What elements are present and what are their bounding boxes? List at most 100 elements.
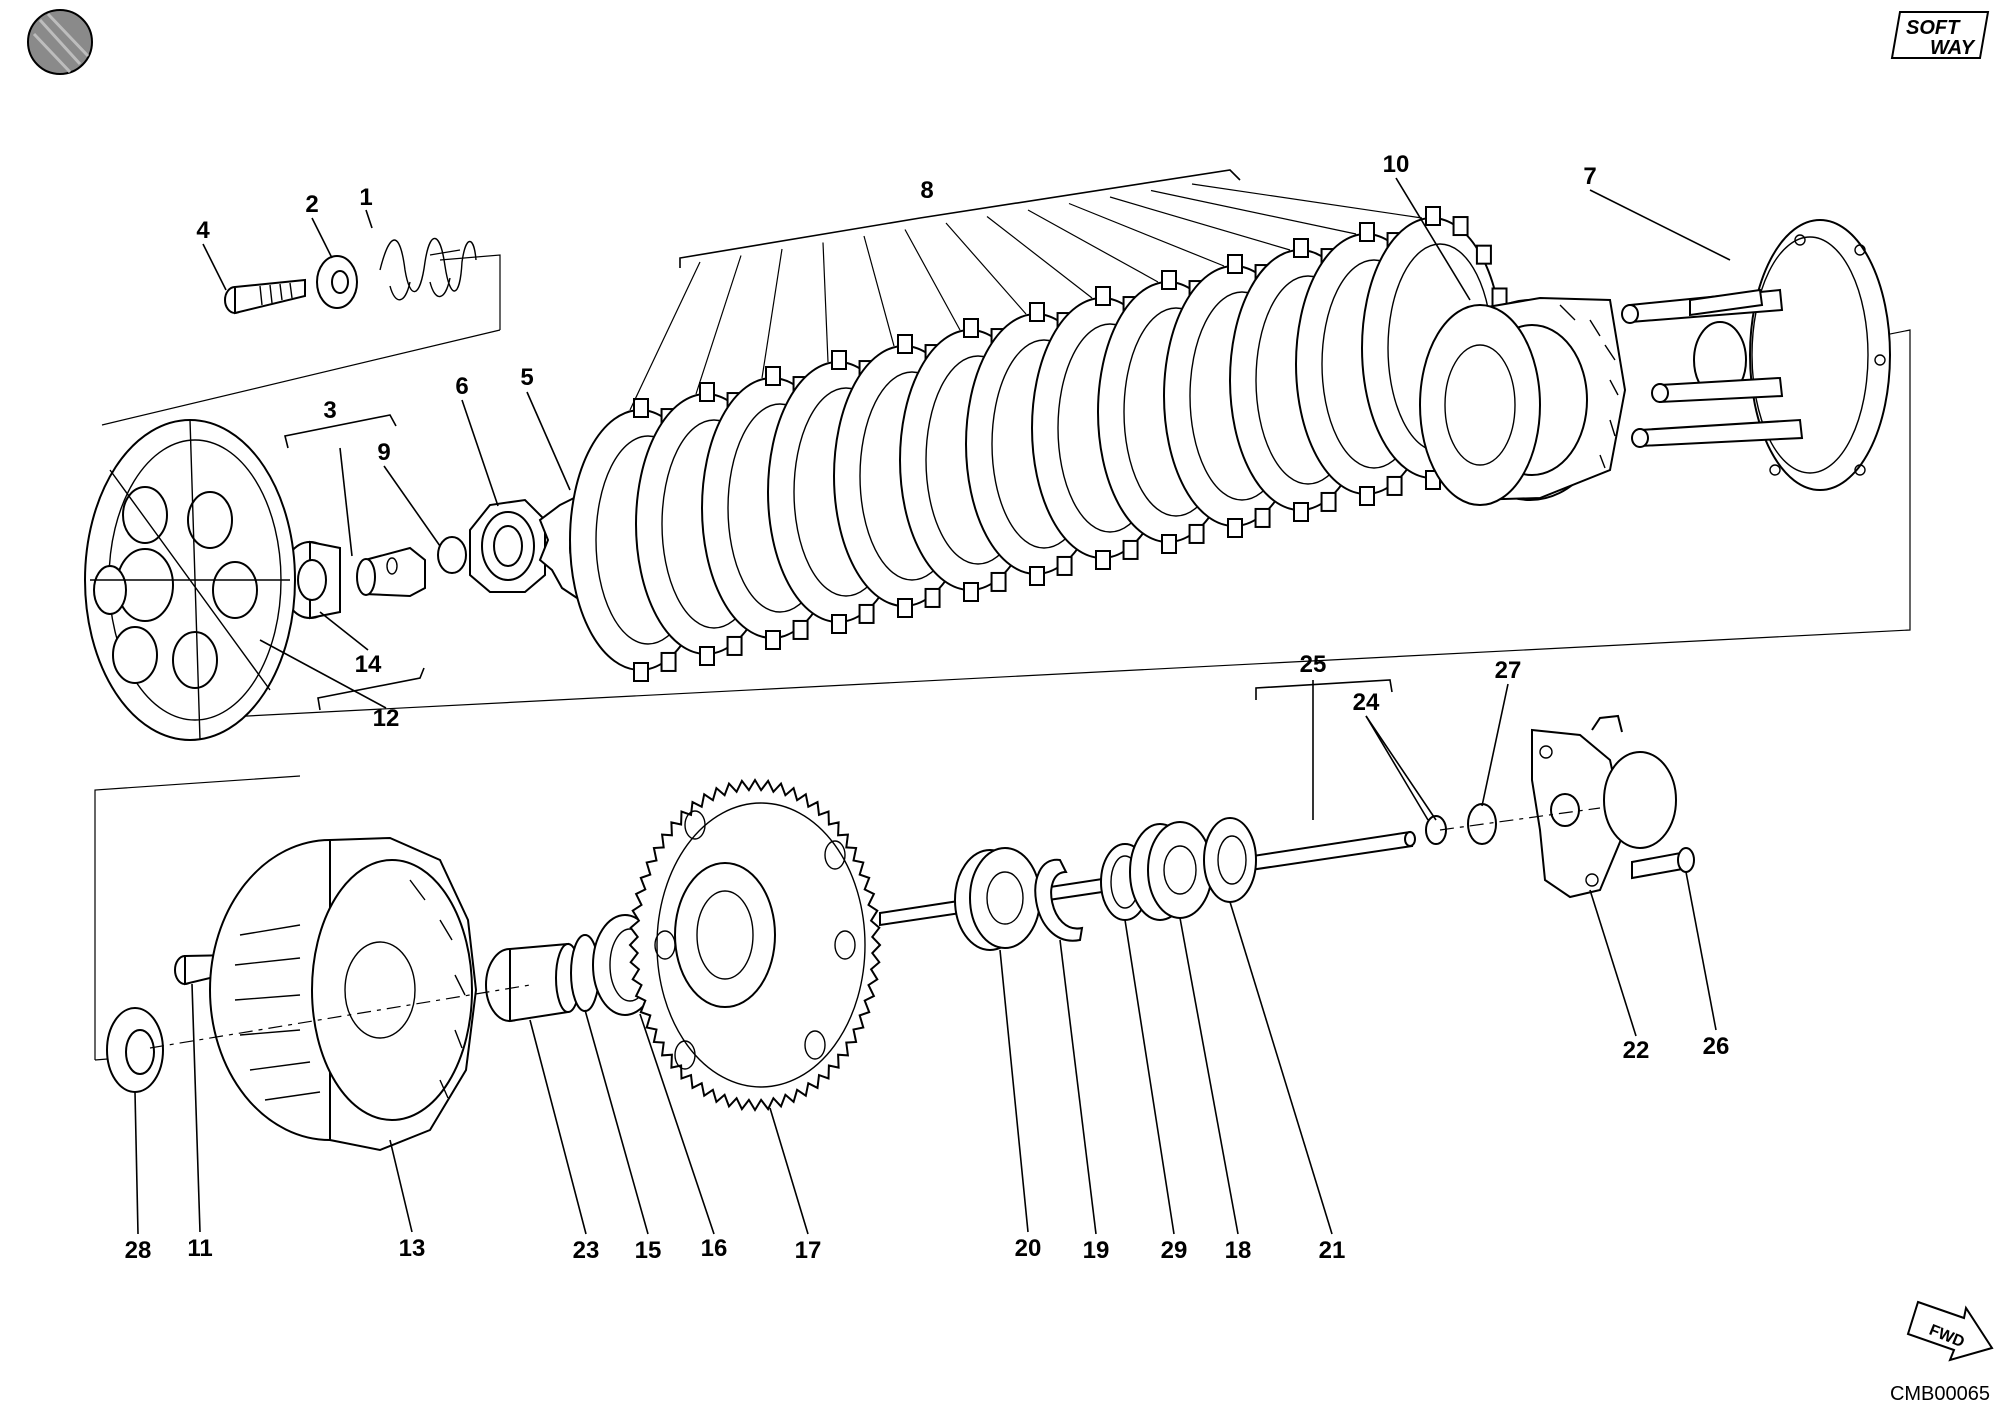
leader-line-23	[999, 949, 1029, 1233]
leader-line-24	[1059, 939, 1097, 1235]
callout-23: 23	[573, 1237, 600, 1264]
gear-hole-2	[804, 1030, 826, 1060]
leader-line-20	[584, 1009, 649, 1235]
part-18-bearing	[1129, 821, 1213, 921]
drawing-code: CMB00065	[1890, 1383, 1990, 1405]
plate-leader-13	[1191, 183, 1423, 219]
gear-bore	[696, 890, 754, 980]
part-28-thrust-washer	[106, 1007, 164, 1093]
callout-29: 29	[1161, 1237, 1188, 1264]
callout-labels: 1 2 3 4 5 6 7 8 9 10 11 12 13 14 15 16 1…	[125, 151, 1730, 1264]
part-21-bearing-race	[1203, 817, 1257, 903]
leader-line-22	[769, 1107, 809, 1235]
plate-leader-10	[1068, 202, 1225, 267]
plate-leader-7	[945, 222, 1027, 315]
part-1-spring	[379, 237, 477, 301]
callout-4: 4	[196, 217, 210, 244]
part-9-oring	[437, 536, 467, 574]
centerline-lower	[149, 807, 1601, 1049]
callout-22: 22	[1623, 1037, 1650, 1064]
leader-line-25	[1124, 919, 1175, 1235]
badge-icon	[27, 9, 93, 75]
leader-line-19	[529, 1019, 587, 1235]
callout-2: 2	[305, 191, 318, 218]
gear-hole-6	[654, 930, 676, 960]
callout-6: 6	[455, 373, 468, 400]
leader-line-21	[639, 1013, 715, 1235]
bracket-12	[317, 667, 425, 711]
leader-line-5	[526, 391, 571, 491]
leader-line-3	[202, 243, 227, 291]
callout-17: 17	[795, 1237, 822, 1264]
callout-12: 12	[373, 705, 400, 732]
callout-10: 10	[1383, 151, 1410, 178]
part-19-circlip	[1034, 858, 1084, 942]
callout-5: 5	[520, 364, 533, 391]
callout-3: 3	[323, 397, 336, 424]
callout-24: 24	[1353, 689, 1380, 716]
part-4-bolt	[224, 278, 306, 315]
leader-line-6	[339, 447, 353, 557]
leader-line-11	[1589, 189, 1731, 261]
plate-leader-8	[986, 216, 1093, 299]
part-23-bushing	[485, 942, 581, 1023]
plate-leader-9	[1027, 209, 1159, 283]
bracket-8	[679, 169, 1241, 268]
upper-group-frame	[101, 249, 1911, 721]
gear-hole-1	[824, 840, 846, 870]
callout-15: 15	[635, 1237, 662, 1264]
callout-26: 26	[1703, 1033, 1730, 1060]
part-6-nut	[469, 498, 546, 593]
callout-21: 21	[1319, 1237, 1346, 1264]
callout-7: 7	[1583, 163, 1596, 190]
part-22-slave-cylinder	[1531, 714, 1677, 899]
callout-13: 13	[399, 1235, 426, 1262]
callout-25: 25	[1300, 651, 1327, 678]
callout-16: 16	[701, 1235, 728, 1262]
callout-14: 14	[355, 651, 382, 678]
leader-line-1	[365, 209, 373, 229]
bracket-3	[284, 414, 397, 449]
leader-line-26	[1179, 917, 1239, 1235]
gear-hole-4	[674, 1040, 696, 1070]
gear-web	[656, 802, 866, 1088]
leader-line-9	[259, 639, 387, 709]
part-7-hub-flange	[1621, 219, 1891, 491]
part-26-bolt	[1631, 847, 1695, 880]
leader-line-10	[1395, 177, 1471, 301]
part-24-seal	[1425, 815, 1447, 845]
bracket-25	[1255, 679, 1393, 700]
callout-19: 19	[1083, 1237, 1110, 1264]
callout-18: 18	[1225, 1237, 1252, 1264]
part-17-primary-gear	[628, 778, 882, 1112]
plate-leader-12	[1150, 189, 1357, 235]
callout-27: 27	[1495, 657, 1522, 684]
leader-lines	[134, 177, 1731, 1235]
plate-leader-11	[1109, 196, 1291, 251]
brand-bottom-text: WAY	[1930, 37, 1976, 59]
part-2-washer	[316, 255, 358, 309]
leader-line-13	[1365, 715, 1437, 821]
part-8-clutch-plates	[569, 206, 1513, 682]
callout-28: 28	[125, 1237, 152, 1264]
part-13-clutch-housing	[209, 836, 478, 1152]
plate-leader-2	[695, 255, 742, 395]
callout-11: 11	[187, 1235, 212, 1262]
leader-line-29	[1685, 871, 1717, 1031]
gear-hub	[674, 862, 776, 1008]
leader-line-4	[461, 399, 499, 507]
leader-line-7	[383, 465, 441, 547]
leader-line-28	[1589, 889, 1637, 1037]
callout-8: 8	[920, 177, 933, 204]
part-20-bearing	[954, 847, 1041, 951]
plate-leader-3	[761, 248, 783, 379]
brand-top-text: SOFT	[1906, 17, 1961, 39]
plate-leader-5	[863, 235, 895, 347]
plate-leader-6	[904, 229, 961, 331]
part-10-clutch-hub	[1419, 296, 1627, 506]
callout-1: 1	[359, 184, 372, 211]
forward-arrow-icon: FWD	[1906, 1300, 1994, 1362]
leader-line-2	[311, 217, 333, 259]
